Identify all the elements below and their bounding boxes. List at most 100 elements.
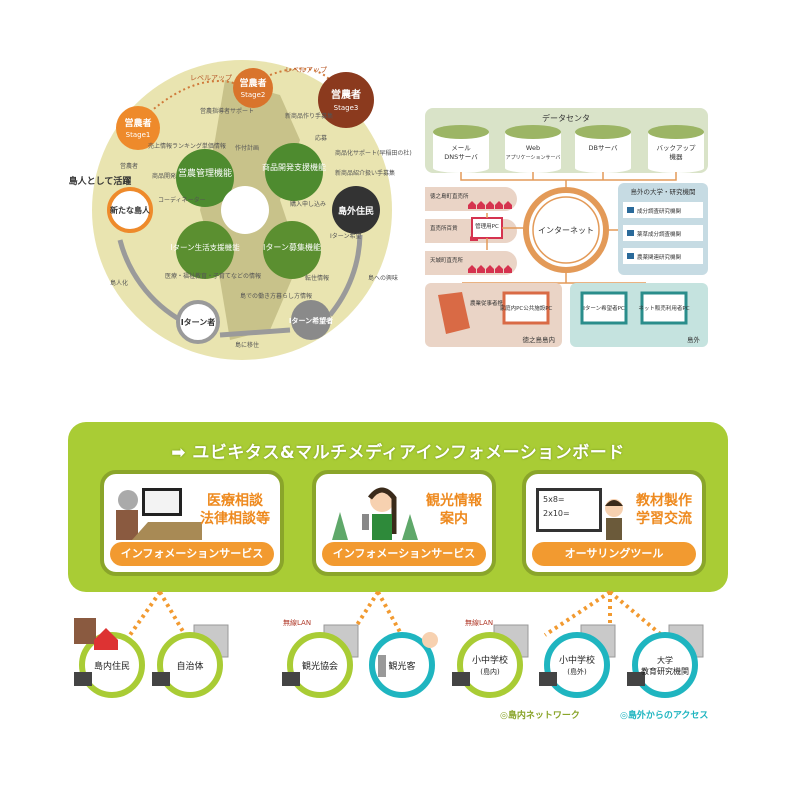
svg-text:商品開発: 商品開発 [152, 172, 176, 180]
svg-text:営農者: 営農者 [120, 162, 138, 170]
board-title: ➡ ユビキタス&マルチメディアインフォメーションボード [171, 443, 625, 463]
svg-text:直売所百貨: 直売所百貨 [430, 224, 458, 232]
svg-text:商品化サポート(早稲田の杜): 商品化サポート(早稲田の杜) [335, 149, 412, 157]
svg-text:Stage3: Stage3 [334, 104, 359, 112]
svg-text:アプリケーションサーバ: アプリケーションサーバ [506, 154, 561, 161]
svg-text:バックアップ: バックアップ [657, 144, 697, 152]
server-cylinder: Web アプリケーションサーバ [505, 125, 561, 173]
network-node: 小中学校(島外) [539, 624, 616, 698]
cycle-arrow-bottom [219, 327, 291, 338]
tourist-illustration [332, 487, 418, 540]
svg-text:コーディネーター: コーディネーター [158, 196, 206, 204]
house-icon [486, 265, 494, 273]
svg-text:(島外): (島外) [567, 667, 587, 676]
center-circle [221, 186, 269, 234]
svg-text:DBサーバ: DBサーバ [589, 144, 618, 152]
card-education: 5x8= 2x10= 教材製作学習交流 オーサリングツール [522, 470, 706, 576]
svg-text:島人化: 島人化 [110, 279, 128, 287]
research-title: 島外の大学・研究機関 [631, 187, 696, 196]
teacher-illustration: 5x8= 2x10= [536, 488, 623, 540]
svg-text:作付計画: 作付計画 [235, 144, 259, 152]
resident-icon [74, 618, 96, 644]
levelup-arrows [149, 67, 331, 113]
petal-label: Iターン生活支援機能 [170, 242, 240, 252]
svg-text:営農者: 営農者 [239, 77, 266, 89]
svg-text:メール: メール [451, 144, 471, 152]
laptop-icon [539, 672, 557, 686]
levelup-label: レベルアップ [190, 74, 232, 82]
card-text: 教材製作学習交流 [636, 493, 692, 527]
building-icon [193, 624, 229, 658]
petal-management [176, 149, 234, 207]
laptop-icon [152, 672, 170, 686]
iturn-pc-label: Iターン希望者PC [583, 304, 625, 312]
building-icon [493, 624, 529, 658]
svg-text:天城町直売所: 天城町直売所 [430, 256, 464, 264]
house-icon [495, 201, 503, 209]
house-icon [477, 265, 485, 273]
building-icon [668, 624, 704, 658]
wireless-label: 無線LAN [283, 618, 311, 627]
legend-outside: ◎島外からのアクセス [620, 709, 708, 721]
petal-product-dev [265, 143, 323, 201]
svg-text:徳之島町直売所: 徳之島町直売所 [430, 192, 469, 200]
svg-text:新たな島人: 新たな島人 [110, 205, 151, 215]
svg-text:島への興味: 島への興味 [368, 274, 398, 282]
network-node: 小中学校(島内) [452, 624, 529, 698]
svg-text:2x10=: 2x10= [543, 509, 570, 518]
top-diagrams: 営農管理機能 商品開発支援機能 Iターン生活支援機能 Iターン募集機能 営農者 … [69, 60, 708, 360]
svg-text:島に移住: 島に移住 [235, 341, 259, 349]
svg-text:DNSサーバ: DNSサーバ [444, 153, 478, 161]
svg-text:Iターン希望: Iターン希望 [330, 232, 361, 240]
petal-label: 商品開発支援機能 [262, 162, 326, 172]
research-item: 薬草成分調査機関 [623, 225, 703, 241]
cycle-diagram: 営農管理機能 商品開発支援機能 Iターン生活支援機能 Iターン募集機能 営農者 … [69, 60, 412, 360]
svg-text:成分調査研究機関: 成分調査研究機関 [637, 207, 682, 215]
house-icon [504, 201, 512, 209]
new-islander-node: 新たな島人 [107, 187, 153, 233]
outside-resident-node: 島外住民 [332, 186, 380, 234]
info-service-button[interactable]: インフォメーションサービス [110, 542, 274, 566]
inside-label: 徳之島島内 [523, 335, 556, 344]
folder-icon [627, 230, 634, 236]
svg-text:観光客: 観光客 [388, 660, 415, 672]
research-item: 成分調査研究機関 [623, 202, 703, 218]
mobile-phone-icon [438, 292, 470, 334]
svg-text:Web: Web [526, 144, 540, 152]
server-cylinder: DBサーバ [575, 125, 631, 173]
mobile-label: 農業従事者携帯 [470, 299, 509, 307]
internet-label: インターネット [538, 226, 594, 235]
card-medical: 医療相談法律相談等 インフォメーションサービス [100, 470, 284, 576]
svg-text:大学: 大学 [657, 655, 673, 665]
svg-text:農薬関連研究機関: 農薬関連研究機関 [637, 253, 682, 261]
research-item: 農薬関連研究機関 [623, 248, 703, 264]
net-pc-label: ネット販売利用者PC [638, 304, 689, 312]
info-service-button[interactable]: インフォメーションサービス [322, 542, 486, 566]
svg-text:機器: 機器 [670, 152, 684, 161]
board-title-text: ユビキタス&マルチメディアインフォメーションボード [192, 443, 625, 463]
outside-label: 島外 [687, 335, 701, 344]
laptop-icon [627, 672, 645, 686]
house-icon [495, 265, 503, 273]
svg-text:5x8=: 5x8= [543, 495, 565, 504]
svg-text:営農者: 営農者 [124, 117, 151, 129]
svg-text:新商品紹介扱い手募集: 新商品紹介扱い手募集 [335, 169, 395, 177]
iturn-hopeful-node: Iターン希望者 [289, 300, 333, 340]
datacenter-label: データセンタ [542, 113, 590, 123]
laptop-icon [74, 672, 92, 686]
net-sales-pc [640, 291, 688, 325]
svg-text:観光協会: 観光協会 [302, 660, 338, 672]
house-icon [468, 265, 476, 273]
laptop-icon [282, 672, 300, 686]
network-node: 観光客 [369, 632, 438, 698]
authoring-tool-button[interactable]: オーサリングツール [532, 542, 696, 566]
admin-pc-label: 管理用PC [475, 222, 499, 230]
svg-text:Iターン希望者: Iターン希望者 [289, 316, 333, 325]
svg-text:(島内): (島内) [480, 667, 500, 676]
stage2-node: 営農者 Stage2 [233, 68, 273, 108]
petal-life-support [176, 221, 234, 279]
laptop-icon [452, 672, 470, 686]
active-label: 島人として活躍 [69, 175, 132, 187]
svg-text:Stage1: Stage1 [126, 131, 151, 139]
